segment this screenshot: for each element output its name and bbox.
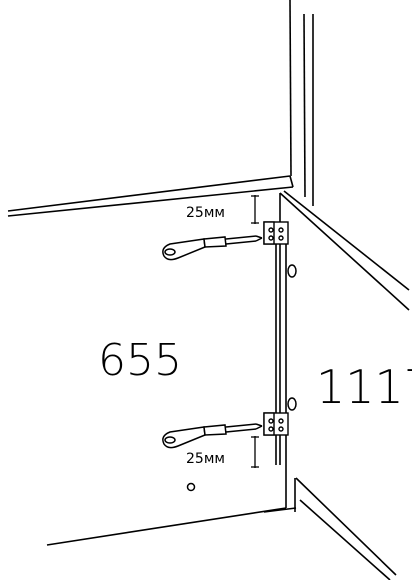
panel-holes	[186, 264, 297, 492]
top-dimension-line	[251, 195, 259, 224]
bottom-gap-label: 25мм	[186, 451, 225, 467]
bottom-bracket	[263, 412, 289, 436]
hole-bottom-icon	[287, 397, 297, 411]
screwdriver-bottom-icon	[162, 423, 263, 449]
hole-top-icon	[287, 264, 297, 278]
right-panel-edges	[279, 190, 410, 465]
vertical-post	[289, 0, 314, 206]
bottom-dimension-line	[251, 436, 259, 468]
top-gap-label: 25мм	[186, 205, 225, 221]
screwdriver-top-icon	[162, 235, 263, 261]
left-panel-number: 655	[98, 335, 182, 386]
top-bracket	[263, 221, 289, 245]
right-panel-number: 1117	[316, 360, 412, 414]
upper-shelf-edge	[7, 175, 294, 217]
bottom-base	[46, 466, 397, 580]
hole-small-icon	[186, 482, 196, 492]
